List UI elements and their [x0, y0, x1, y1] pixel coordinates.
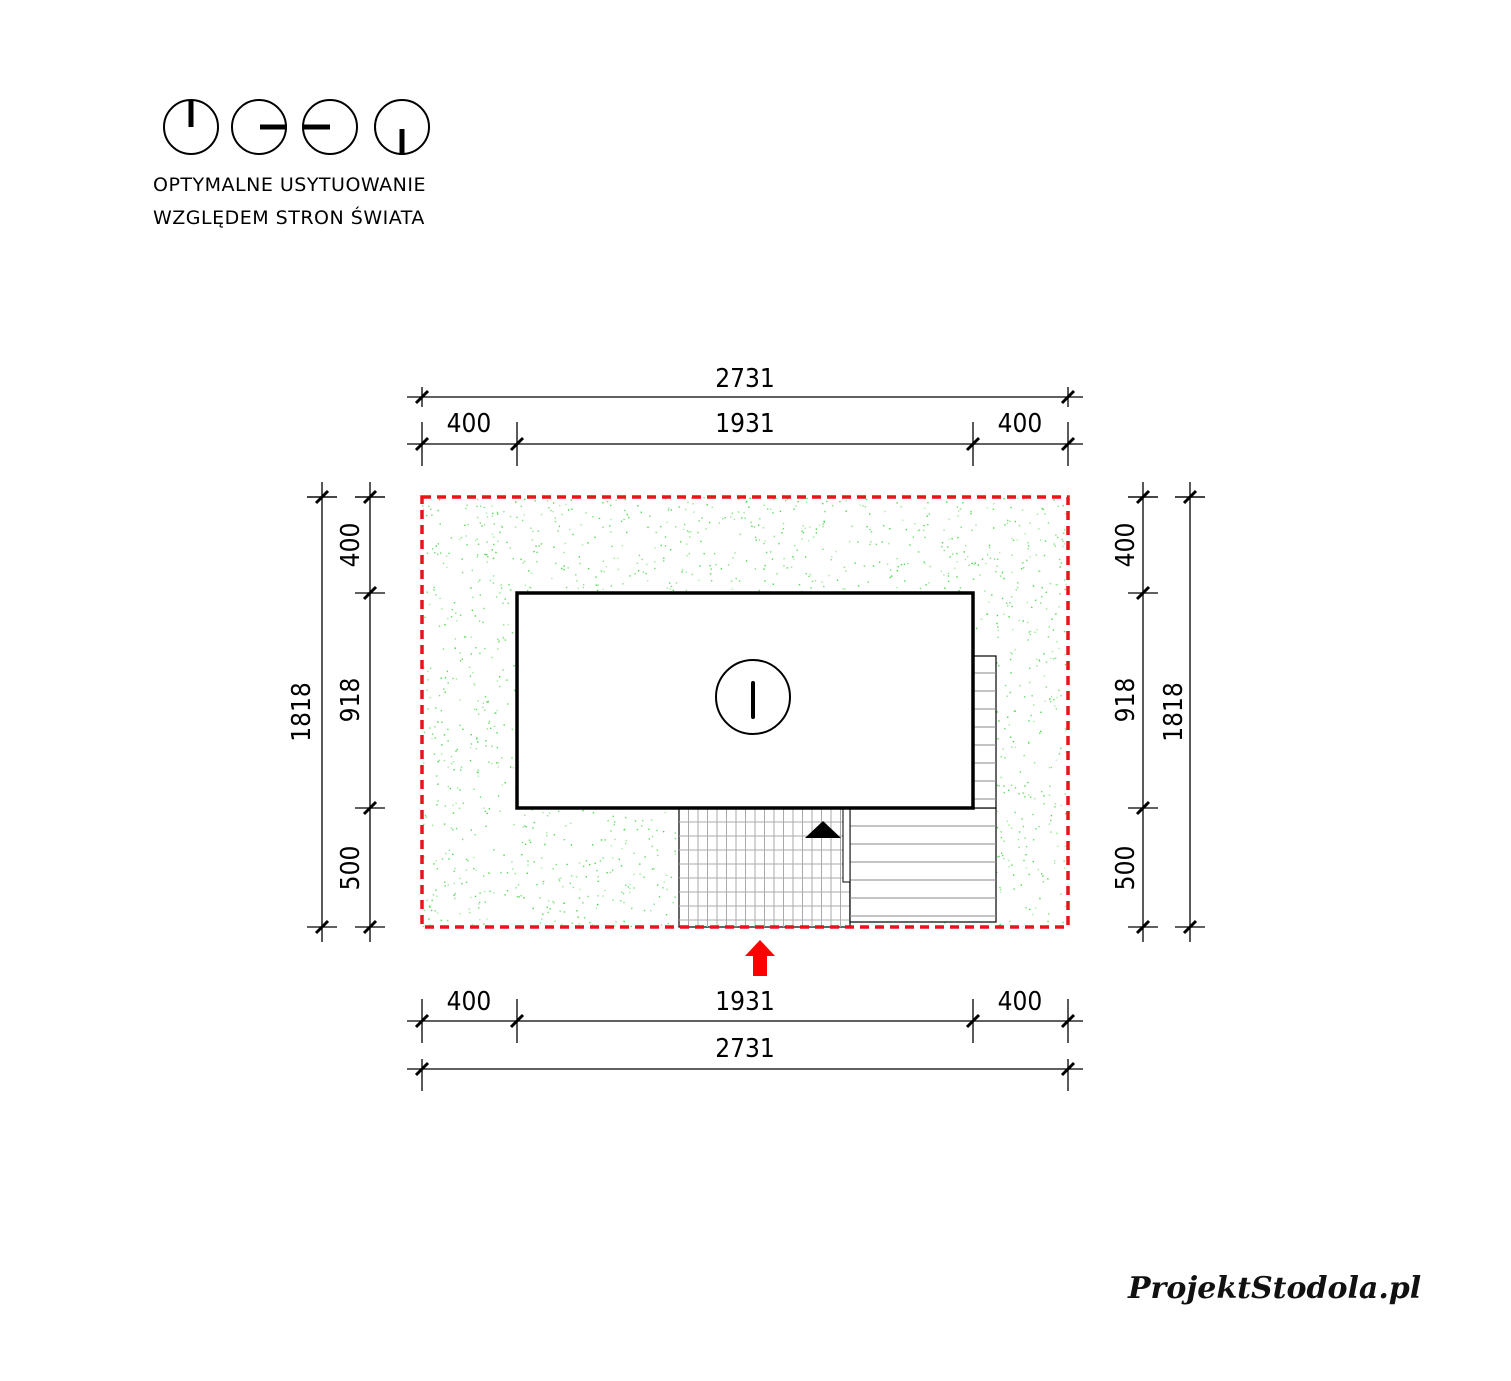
dim-top-total: 2731	[715, 364, 775, 394]
orientation-west-icon	[302, 99, 358, 155]
logo: ProjektStodola.pl	[1127, 1271, 1421, 1306]
dimension-lines	[307, 387, 1205, 1091]
dim-left-mid: 918	[336, 678, 366, 723]
dim-bottom-left: 400	[447, 987, 492, 1017]
dim-left-top: 400	[336, 523, 366, 568]
dim-top-right: 400	[998, 409, 1043, 439]
dim-top-left: 400	[447, 409, 492, 439]
dim-right-top: 400	[1111, 523, 1141, 568]
dim-right-total: 1818	[1159, 682, 1189, 742]
dim-left-total: 1818	[287, 682, 317, 742]
orientation-legend	[163, 99, 430, 155]
dim-bottom-mid: 1931	[715, 987, 775, 1017]
orientation-north-icon	[163, 99, 219, 155]
entrance-triangle-icon	[805, 821, 841, 838]
dim-top-mid: 1931	[715, 409, 775, 439]
plot-boundary	[420, 495, 1070, 929]
entry-arrow-icon	[745, 940, 775, 976]
orientation-east-icon	[231, 99, 287, 155]
dim-right-mid: 918	[1111, 678, 1141, 723]
dim-bottom-total: 2731	[715, 1034, 775, 1064]
orientation-north-icon	[715, 659, 791, 735]
dim-bottom-right: 400	[998, 987, 1043, 1017]
dim-right-bottom: 500	[1111, 846, 1141, 891]
dim-left-bottom: 500	[336, 846, 366, 891]
orientation-caption-2: WZGLĘDEM STRON ŚWIATA	[153, 205, 425, 229]
orientation-south-icon	[374, 99, 430, 155]
orientation-caption-1: OPTYMALNE USYTUOWANIE	[153, 174, 426, 196]
